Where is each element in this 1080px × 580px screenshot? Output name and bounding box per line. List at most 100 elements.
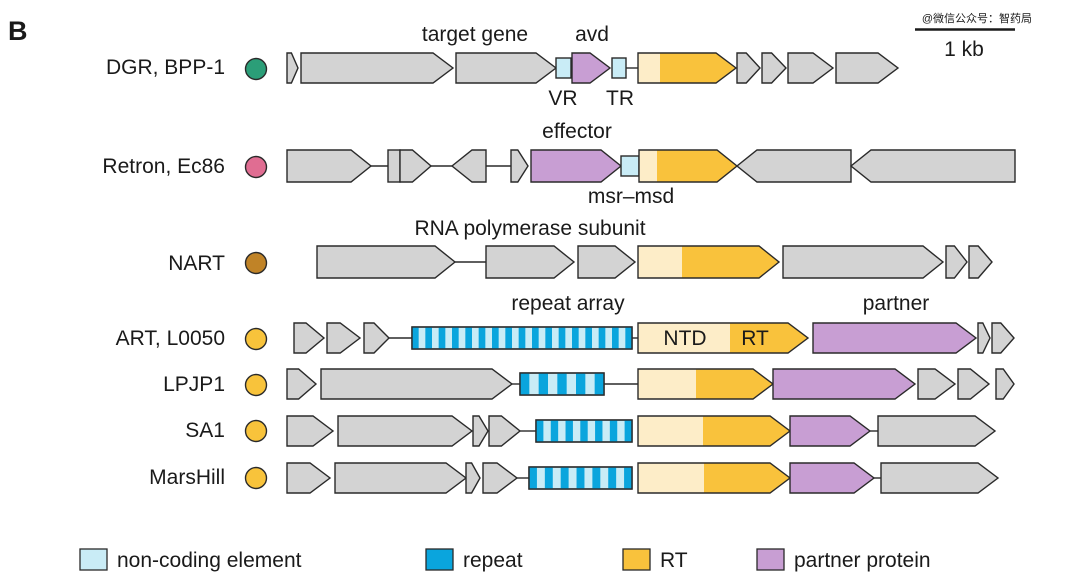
dgr-target-gene (455, 52, 558, 84)
marshill-repeat-array-repeat-unit-3 (576, 467, 585, 489)
dgr-gene-1 (286, 52, 299, 84)
dgr-gene-5 (787, 52, 835, 84)
dgr-tr-element (611, 57, 627, 79)
dgr-gene-3 (736, 52, 761, 84)
row-labels: DGR, BPP-1 Retron, Ec86 NART ART, L0050 … (102, 56, 225, 489)
dgr-gene-6 (835, 52, 900, 84)
dgr-rt-gene-rt-segment (660, 53, 736, 83)
annotation-msr-msd: msr–msd (588, 185, 674, 208)
row-label-retron: Retron, Ec86 (102, 155, 225, 178)
gene-tracks (286, 52, 1016, 494)
annotation-tr: TR (606, 87, 634, 110)
lpjp1-rt-gene-rt-segment (696, 369, 773, 399)
nart-rt-gene-outline (637, 245, 781, 279)
dgr-rt-gene-outline (637, 52, 738, 84)
legend-swatch-partner (756, 548, 785, 571)
legend-swatch-repeat (425, 548, 454, 571)
lpjp1-repeat-array-repeat-unit-4 (594, 373, 604, 395)
scale-bar-label: 1 kb (944, 38, 984, 61)
legend: non-coding element repeat RT partner pro… (79, 548, 931, 572)
legend-swatch-rt (622, 548, 651, 571)
lpjp1-repeat-array-repeat-unit-2 (557, 373, 567, 395)
row-dot-0 (244, 57, 268, 81)
row-dot-4 (244, 373, 268, 397)
annotation-effector: effector (542, 120, 612, 143)
retron-gene-5 (510, 149, 529, 183)
sa1-repeat-array-repeat-unit-1 (550, 420, 559, 442)
sa1-repeat-array-repeat-unit-4 (595, 420, 603, 442)
art-repeat-array-repeat-unit-14 (598, 327, 606, 349)
watermark: @微信公众号：智药局 (922, 11, 1032, 25)
sa1-repeat-array-repeat-unit-3 (580, 420, 588, 442)
art-repeat-array-repeat-unit-1 (425, 327, 432, 349)
sa1-rt-gene-rt-segment (703, 416, 790, 446)
nart-gene-5 (945, 245, 968, 279)
art-rt-gene-outline (637, 322, 810, 354)
retron-gene-1 (286, 149, 373, 183)
sa1-gene-4 (488, 415, 522, 447)
row-label-sa1: SA1 (185, 419, 225, 442)
lpjp1-repeat-array-repeat-unit-3 (576, 373, 586, 395)
marshill-gene-2 (334, 462, 468, 494)
nart-rt-gene-rt-segment (682, 246, 779, 278)
marshill-rt-gene-rt-segment (704, 463, 790, 493)
sa1-partner-gene (789, 415, 872, 447)
art-repeat-array-repeat-unit-15 (612, 327, 619, 349)
annotation-repeat-array: repeat array (511, 292, 625, 315)
legend-swatch-noncoding (79, 548, 108, 571)
art-repeat-array-repeat-unit-13 (585, 327, 592, 349)
row-label-art: ART, L0050 (116, 327, 225, 350)
lpjp1-partner-gene (772, 368, 917, 400)
sa1-gene-2 (337, 415, 474, 447)
marshill-repeat-array-outline (528, 466, 633, 490)
art-repeat-array-repeat-unit-9 (532, 327, 539, 349)
nart-gene-3 (577, 245, 637, 279)
annotation-avd: avd (575, 23, 609, 46)
dgr-gene-4 (761, 52, 787, 84)
row-dot-3 (244, 327, 268, 351)
marshill-repeat-array-repeat-unit-5 (608, 467, 617, 489)
legend-label-repeat: repeat (463, 549, 523, 572)
retron-rt-gene-outline (638, 149, 739, 183)
annotation-rt: RT (741, 327, 769, 350)
retron-gene-3 (399, 149, 433, 183)
lpjp1-rt-gene-ntd-segment (638, 369, 696, 399)
annotation-rna-polymerase-subunit: RNA polymerase subunit (414, 217, 645, 240)
art-repeat-array-repeat-unit-7 (505, 327, 512, 349)
art-repeat-array-repeat-unit-5 (478, 327, 486, 349)
marshill-rt-gene-outline (637, 462, 792, 494)
retron-gene-7 (849, 149, 1016, 183)
marshill-repeat-array-repeat-unit-4 (592, 467, 601, 489)
nart-gene-1 (316, 245, 457, 279)
art-repeat-array-repeat-unit-2 (438, 327, 446, 349)
annotation-ntd: NTD (663, 327, 706, 350)
marshill-repeat-array-repeat-unit-6 (624, 467, 632, 489)
art-repeat-array-repeat-unit-6 (492, 327, 499, 349)
art-gene-4 (977, 322, 991, 354)
marshill-gene-4 (482, 462, 519, 494)
art-gene-5 (991, 322, 1015, 354)
sa1-rt-gene-outline (637, 415, 792, 447)
annotation-target-gene: target gene (422, 23, 528, 46)
panel-label: B (8, 16, 28, 46)
art-gene-2 (326, 322, 362, 354)
retron-gene-6 (735, 149, 852, 183)
dgr-rt-gene-ntd-segment (638, 53, 660, 83)
lpjp1-repeat-array-repeat-unit-1 (538, 373, 548, 395)
art-repeat-array-repeat-unit-12 (572, 327, 579, 349)
marshill-repeat-array-repeat-unit-2 (560, 467, 569, 489)
dgr-avd-gene (571, 52, 612, 84)
art-partner-gene (812, 322, 978, 354)
art-repeat-array-repeat-unit-10 (545, 327, 552, 349)
marshill-rt-gene-ntd-segment (638, 463, 704, 493)
retron-msr-msd-element (620, 155, 640, 177)
retron-rt-gene-rt-segment (657, 150, 737, 182)
lpjp1-gene-5 (995, 368, 1015, 400)
annotations: target gene avd VR TR effector msr–msd R… (414, 23, 929, 350)
art-repeat-array-repeat-unit-3 (452, 327, 459, 349)
sa1-gene-1 (286, 415, 335, 447)
sa1-repeat-array-repeat-unit-0 (536, 420, 544, 442)
legend-label-partner: partner protein (794, 549, 931, 572)
art-rt-gene-ntd-segment (638, 323, 730, 353)
